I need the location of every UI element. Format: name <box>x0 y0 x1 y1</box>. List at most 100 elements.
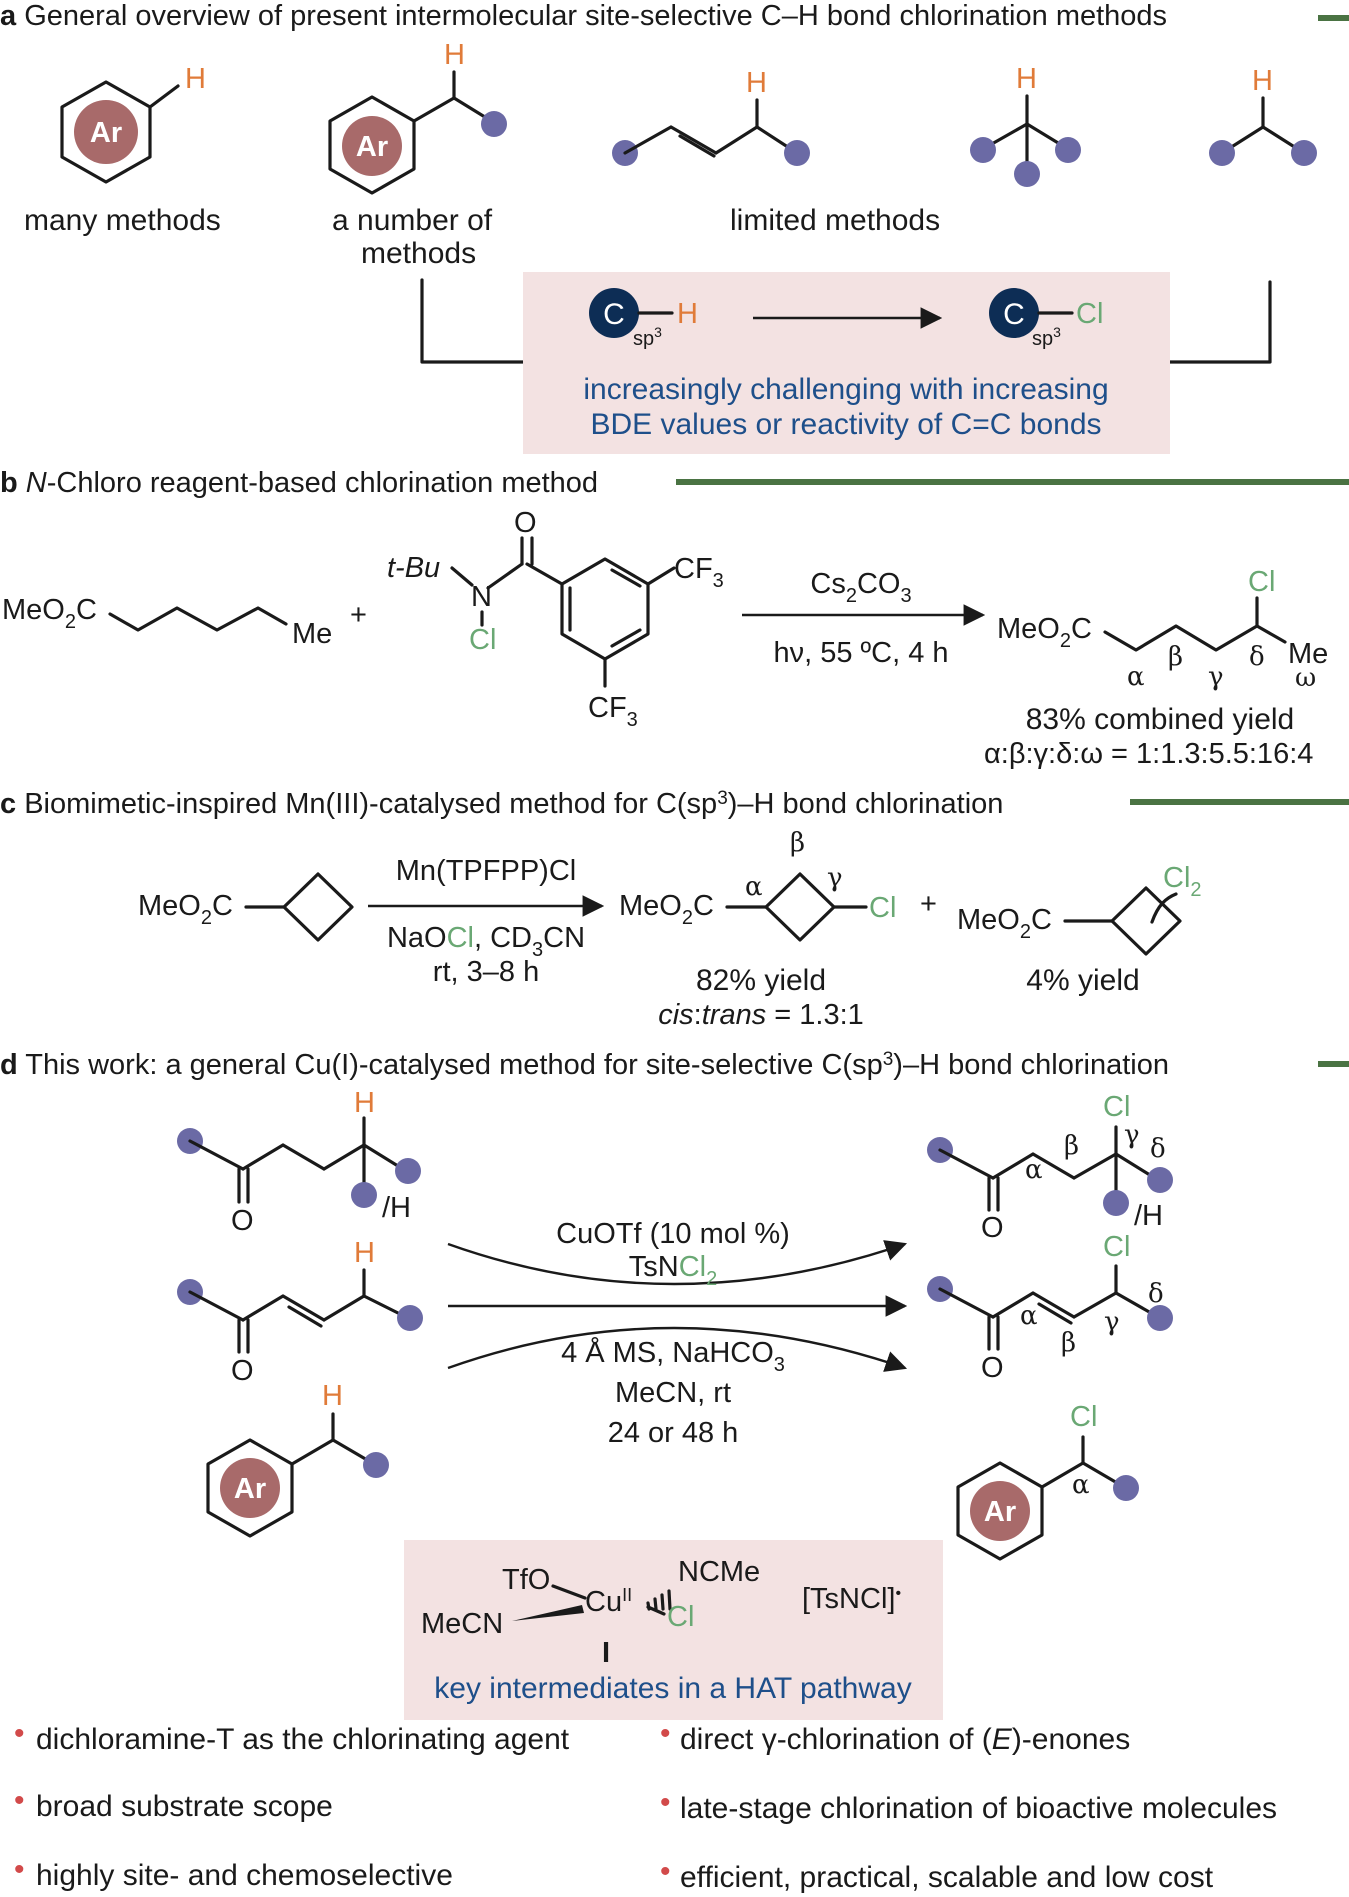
ar-label: Ar <box>984 1496 1016 1528</box>
chlorine-label: Cl <box>1103 1231 1130 1263</box>
beta-label: β <box>1061 1328 1076 1358</box>
dichloro-cyclobutane <box>1110 886 1182 956</box>
meo2c-label: MeO2C <box>997 613 1092 652</box>
wedge-bond <box>512 1605 584 1621</box>
panel-b-header: b N-Chloro reagent-based chlorination me… <box>0 467 598 499</box>
ar-label: Ar <box>90 117 122 149</box>
bullet-text: highly site- and chemoselective <box>36 1859 453 1892</box>
meo2c-label: MeO2C <box>2 594 97 633</box>
gamma-label: γ <box>827 863 843 893</box>
reaction-arrow-bottom <box>447 1326 908 1372</box>
panel-d: d This work: a general Cu(I)-catalysed m… <box>0 1049 1349 1894</box>
nitrogen-label: N <box>471 581 492 613</box>
cu-label: CuII <box>585 1585 632 1618</box>
reagent-d: TsNCl2 <box>629 1251 717 1290</box>
chlorine-label: Cl <box>469 624 496 656</box>
bullet-mark: • <box>660 1786 671 1819</box>
conditions-d-2: MeCN, rt <box>615 1377 731 1409</box>
oxygen-label: O <box>231 1205 254 1237</box>
beta-label: β <box>790 828 805 858</box>
alkyl-chain <box>108 606 288 632</box>
hydrogen-label: H <box>322 1380 343 1412</box>
gamma-label: γ <box>1124 1120 1140 1150</box>
bullet-text: efficient, practical, scalable and low c… <box>680 1861 1214 1894</box>
allylic-ch-structure: H <box>612 67 810 166</box>
chlorine-label: Cl <box>1248 566 1275 598</box>
bullet-text: direct γ-chlorination of (E)-enones <box>680 1723 1130 1756</box>
panel-c-header: c Biomimetic-inspired Mn(III)-catalysed … <box>0 788 1003 820</box>
catalyst-d: CuOTf (10 mol %) <box>556 1218 790 1250</box>
bullet-mark: • <box>14 1784 25 1817</box>
conditions-d-1: 4 Å MS, NaHCO3 <box>561 1336 785 1376</box>
panel-a-header: a General overview of present intermolec… <box>0 0 1167 32</box>
challenge-text-2: BDE values or reactivity of C=C bonds <box>590 408 1101 441</box>
secondary-ch-structure: H <box>1209 65 1317 166</box>
cyclobutane-product <box>764 872 836 942</box>
panel-letter: a <box>0 0 17 32</box>
oxygen-label: O <box>981 1212 1004 1244</box>
oxygen-label: O <box>981 1352 1004 1384</box>
conditions-b: hν, 55 ºC, 4 h <box>773 637 948 669</box>
radical-label: [TsNCl]• <box>802 1583 901 1615</box>
bracket-left <box>420 278 525 364</box>
gamma-label: γ <box>1104 1307 1120 1337</box>
alpha-label: α <box>1020 1301 1038 1331</box>
hydrogen-label: H <box>746 67 767 99</box>
label-number-of-1: a number of <box>332 204 493 237</box>
bullet-mark: • <box>14 1853 25 1886</box>
plus-sign: + <box>920 888 937 920</box>
alpha-label: α <box>1025 1155 1043 1185</box>
carbon-atom-label: C <box>1003 298 1025 331</box>
chlorine-label: Cl <box>1076 298 1103 330</box>
alpha-label: α <box>745 872 763 902</box>
enone-substrate: H O <box>177 1237 423 1387</box>
bullet-text: dichloramine-T as the chlorinating agent <box>36 1723 570 1756</box>
tfo-label: TfO <box>502 1564 550 1596</box>
bullet-mark: • <box>660 1855 671 1888</box>
label-limited-methods: limited methods <box>730 204 940 237</box>
bracket-right <box>1168 280 1272 364</box>
bullet-text: broad substrate scope <box>36 1790 333 1823</box>
oxygen-label: O <box>514 507 537 539</box>
cl2-label: Cl2 <box>1163 862 1202 901</box>
ketone-product: Cl O /H α β γ δ <box>927 1091 1173 1244</box>
delta-label: δ <box>1249 642 1265 672</box>
ar-label: Ar <box>356 131 388 163</box>
panel-b: b N-Chloro reagent-based chlorination me… <box>0 467 1349 770</box>
catalyst-c: Mn(TPFPP)Cl <box>396 855 576 887</box>
oxygen-label: O <box>231 1355 254 1387</box>
enone-product: Cl O α β γ δ <box>927 1231 1173 1384</box>
product-chain <box>1103 624 1287 652</box>
sp3-label: sp3 <box>1032 324 1061 350</box>
intermediates-box <box>404 1540 943 1720</box>
hydrogen-label: H <box>185 63 206 95</box>
slash-h-label: /H <box>1134 1200 1163 1232</box>
hydrogen-label: H <box>1016 63 1037 95</box>
benzylic-product: Ar Cl α <box>956 1401 1139 1561</box>
beta-label: β <box>1168 642 1183 672</box>
ncme-label: NCMe <box>678 1556 760 1588</box>
tbu-label: t-Bu <box>387 552 440 584</box>
plus-sign: + <box>350 599 367 631</box>
carbon-atom-label: C <box>603 298 625 331</box>
ar-label: Ar <box>234 1473 266 1505</box>
hydrogen-label: H <box>354 1237 375 1269</box>
meo2c-label: MeO2C <box>957 904 1052 943</box>
chlorine-label: Cl <box>1070 1401 1097 1433</box>
yield-c-1: 82% yield <box>696 964 826 997</box>
hydrogen-label: H <box>677 298 698 330</box>
bullet-mark: • <box>14 1717 25 1750</box>
gamma-label: γ <box>1208 662 1224 692</box>
chlorine-label: Cl <box>667 1601 694 1633</box>
chlorine-label: Cl <box>1103 1091 1130 1123</box>
panel-a: a General overview of present intermolec… <box>0 0 1349 454</box>
beta-label: β <box>1064 1131 1079 1161</box>
label-many-methods: many methods <box>24 204 221 237</box>
panel-c: c Biomimetic-inspired Mn(III)-catalysed … <box>0 788 1349 1031</box>
me-label: Me <box>292 618 332 650</box>
mecn-label: MeCN <box>421 1608 503 1640</box>
challenge-text-1: increasingly challenging with increasing <box>583 373 1108 406</box>
bullet-list-right: • direct γ-chlorination of (E)-enones • … <box>660 1717 1277 1894</box>
benzylic-ch-structure: Ar H <box>328 39 507 195</box>
